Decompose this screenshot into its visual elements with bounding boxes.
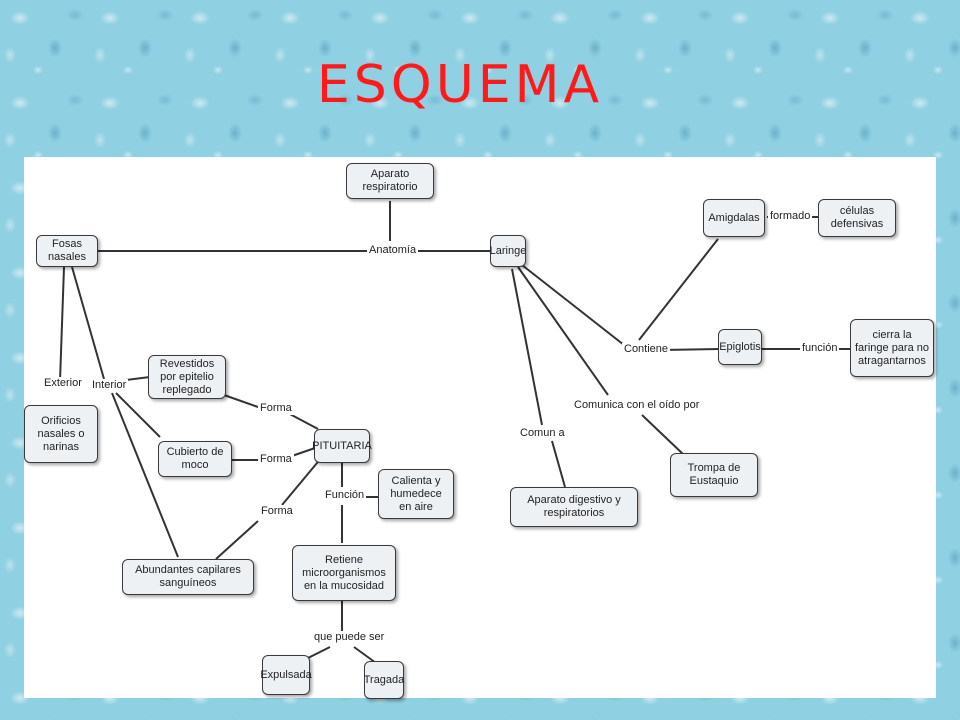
link-interior: Interior <box>90 379 129 392</box>
node-laringe: Laringe <box>490 235 526 267</box>
link-formado: formado <box>768 210 813 223</box>
link-que-puede-ser: que puede ser <box>312 631 387 644</box>
page-title: ESQUEMA <box>316 55 604 115</box>
node-fosas-nasales: Fosas nasales <box>36 235 98 267</box>
node-retiene: Retiene microorganismos en la mucosidad <box>292 545 396 601</box>
node-orificios-nasales: Orificios nasales o narinas <box>24 405 98 463</box>
link-comunica-oido: Comunica con el oído por <box>572 399 702 412</box>
connector-lines <box>59 201 852 664</box>
node-tragada: Tragada <box>364 661 404 699</box>
concept-map: Aparato respiratorio Fosas nasales Larin… <box>24 157 936 699</box>
node-abundantes-capilares: Abundantes capilares sanguíneos <box>122 559 254 595</box>
link-forma-abundantes: Forma <box>259 505 295 518</box>
node-amigdalas: Amigdalas <box>703 199 765 237</box>
link-contiene: Contiene <box>622 343 671 356</box>
node-pituitaria: PITUITARIA <box>312 429 372 463</box>
node-cubierto-moco: Cubierto de moco <box>158 441 232 477</box>
link-funcion-epiglotis: función <box>800 342 840 355</box>
link-forma-cubierto: Forma <box>258 453 294 466</box>
node-epiglotis: Epiglotis <box>718 329 762 365</box>
link-anatomia: Anatomía <box>367 244 419 257</box>
node-calienta: Calienta y humedece en aire <box>378 469 454 519</box>
link-forma-revestidos: Forma <box>258 402 294 415</box>
link-exterior: Exterior <box>42 377 84 390</box>
node-aparato-digestivo: Aparato digestivo y respiratorios <box>510 487 638 527</box>
node-trompa-eustaquio: Trompa de Eustaquio <box>670 453 758 497</box>
node-celulas-defensivas: células defensivas <box>818 199 896 237</box>
link-comun-a: Comun a <box>518 427 567 440</box>
link-funcion-pituitaria: Función <box>323 489 367 502</box>
node-cierra-faringe: cierra la faringe para no atragantarnos <box>850 319 934 377</box>
node-revestidos: Revestidos por epitelio replegado <box>148 355 226 399</box>
node-expulsada: Expulsada <box>260 655 312 695</box>
node-aparato-respiratorio: Aparato respiratorio <box>346 163 434 199</box>
